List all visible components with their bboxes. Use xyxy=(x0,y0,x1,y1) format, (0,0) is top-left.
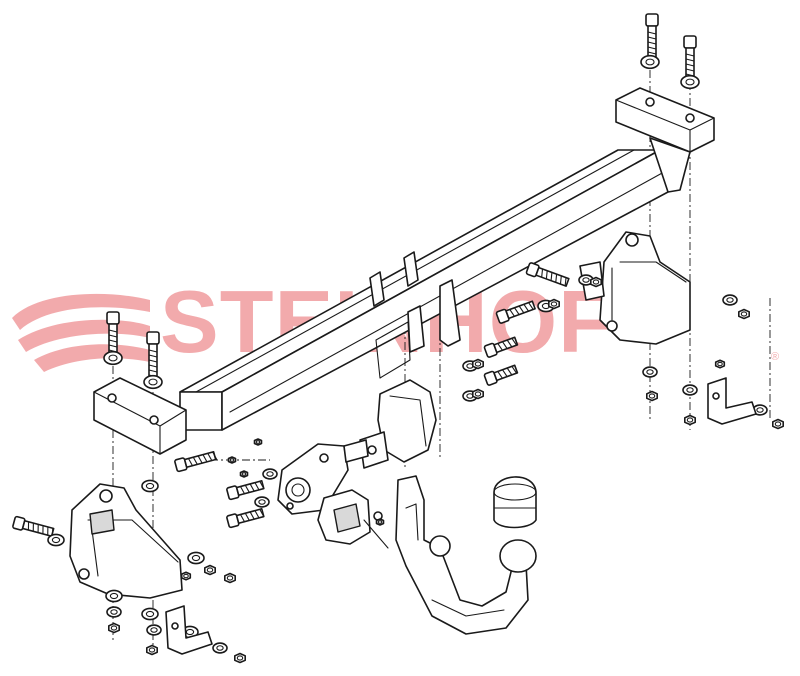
nut xyxy=(239,470,249,478)
tow-ball-neck xyxy=(395,475,537,635)
washer xyxy=(722,294,738,306)
nut xyxy=(471,358,485,370)
tow-ball-cap xyxy=(493,476,537,529)
nut xyxy=(180,571,192,581)
washer xyxy=(103,350,123,366)
nuts xyxy=(108,276,785,664)
washer xyxy=(262,468,278,480)
washer xyxy=(640,54,660,70)
washer xyxy=(642,366,658,378)
bolt xyxy=(483,336,519,358)
bolt xyxy=(226,480,265,501)
nut xyxy=(683,414,697,426)
washer xyxy=(682,384,698,396)
nut xyxy=(375,518,385,526)
bolt xyxy=(174,450,218,473)
washer xyxy=(187,551,205,565)
watermark-swoosh-icon xyxy=(12,293,150,372)
bolts xyxy=(12,13,697,538)
watermark-registered-mark: ® xyxy=(771,351,779,363)
nut xyxy=(146,644,158,656)
bolt xyxy=(525,262,570,287)
washer xyxy=(141,607,159,621)
nut xyxy=(108,622,120,634)
washer xyxy=(143,374,163,390)
nut xyxy=(589,276,603,288)
nut xyxy=(771,418,785,430)
nut xyxy=(645,390,659,402)
left-side-bracket xyxy=(69,483,183,599)
washer xyxy=(141,479,159,493)
bolt xyxy=(226,508,265,529)
nut xyxy=(253,438,263,446)
washer xyxy=(146,624,162,636)
washer xyxy=(680,74,700,90)
nut xyxy=(234,652,246,664)
bolt xyxy=(146,331,160,379)
crossbar-beam xyxy=(93,87,715,455)
washer xyxy=(47,533,65,547)
nut xyxy=(471,388,485,400)
electrical-socket xyxy=(317,489,389,549)
washer xyxy=(106,606,122,618)
bolt xyxy=(12,515,55,538)
washer xyxy=(105,589,123,603)
nut xyxy=(714,359,726,369)
center-clamp-bracket xyxy=(359,379,437,469)
washer xyxy=(212,642,228,654)
nut xyxy=(224,572,236,584)
washer xyxy=(254,496,270,508)
nut xyxy=(737,308,751,320)
nut xyxy=(204,564,216,576)
nut xyxy=(547,298,561,310)
small-angle-bracket-left xyxy=(165,605,213,655)
bolt xyxy=(495,300,536,324)
small-angle-bracket-right xyxy=(707,377,757,425)
bolt xyxy=(483,364,519,386)
nut xyxy=(227,456,237,464)
